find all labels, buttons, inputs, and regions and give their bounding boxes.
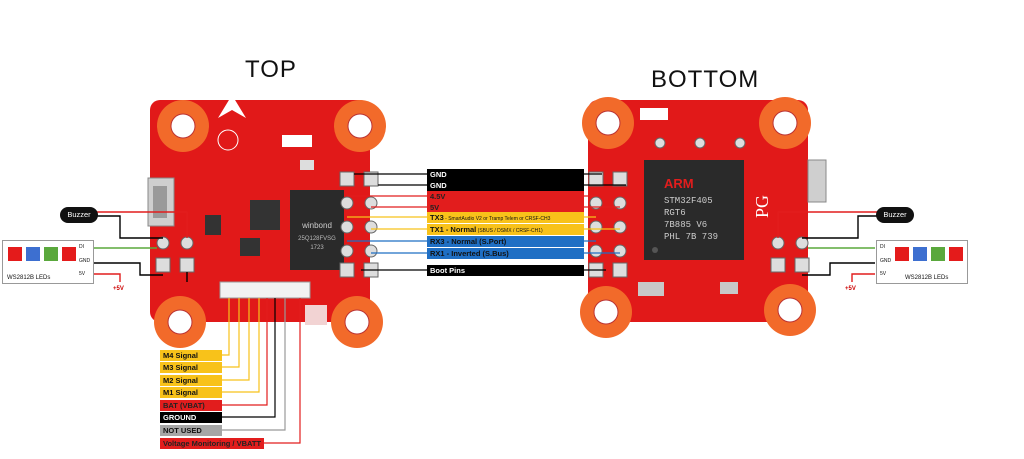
mcu-text: PHL 7B 739 bbox=[664, 232, 718, 242]
led-square bbox=[931, 247, 945, 261]
left-wires bbox=[94, 211, 188, 282]
component bbox=[305, 305, 327, 325]
flash-chip bbox=[290, 190, 344, 270]
connection-label-text: TX1 - Normal bbox=[430, 225, 477, 234]
connection-label-note: (SBUS / DSMX / CRSF-CH1) bbox=[476, 228, 543, 234]
led-pin-label: 5V bbox=[79, 271, 86, 277]
connection-label: TX3 - SmartAudio V2 or Tramp Telem or CR… bbox=[427, 212, 584, 223]
component bbox=[640, 108, 668, 120]
motor-label: GROUND bbox=[160, 412, 222, 423]
led-square bbox=[62, 247, 76, 261]
motor-label: M2 Signal bbox=[160, 375, 222, 386]
connection-label: TX1 - Normal (SBUS / DSMX / CRSF-CH1) bbox=[427, 224, 584, 235]
top-heading: TOP bbox=[245, 56, 297, 83]
buzzer-right: Buzzer bbox=[876, 207, 914, 223]
led-strip-left: DI GND 5V WS2812B LEDs bbox=[2, 240, 94, 284]
connection-label: Boot Pins bbox=[427, 265, 584, 276]
led-square bbox=[949, 247, 963, 261]
chip-brand: winbond bbox=[301, 221, 332, 230]
connection-label: GND bbox=[427, 169, 584, 180]
component bbox=[282, 135, 312, 147]
led-pin-label: GND bbox=[79, 258, 91, 264]
motor-label: BAT (VBAT) bbox=[160, 400, 222, 411]
led-square bbox=[913, 247, 927, 261]
connection-label: 5V bbox=[427, 202, 584, 213]
connection-label: 4.5V bbox=[427, 191, 584, 202]
led-pin-label: DI bbox=[880, 244, 885, 250]
connection-label-text: GND bbox=[430, 181, 447, 190]
connection-label: GND bbox=[427, 180, 584, 191]
bottom-header-pads bbox=[588, 171, 628, 278]
usb-connector-icon bbox=[807, 159, 827, 203]
connection-label: RX3 - Normal (S.Port) bbox=[427, 236, 584, 247]
motor-label: M4 Signal bbox=[160, 350, 222, 361]
mcu-chip bbox=[644, 160, 744, 260]
component bbox=[300, 160, 314, 170]
connection-label-note: - SmartAudio V2 or Tramp Telem or CRSF-C… bbox=[443, 216, 551, 222]
connection-label-text: GND bbox=[430, 170, 447, 179]
connection-label-text: Boot Pins bbox=[430, 266, 465, 275]
buzzer-left: Buzzer bbox=[60, 207, 98, 223]
component bbox=[205, 215, 221, 235]
pg-logo: PG bbox=[752, 195, 772, 218]
connection-label-text: RX3 - Normal (S.Port) bbox=[430, 237, 507, 246]
crystal bbox=[638, 282, 664, 296]
connection-label-text: 5V bbox=[430, 203, 440, 212]
arm-logo: ARM bbox=[664, 176, 694, 191]
component bbox=[240, 238, 260, 256]
led-caption: WS2812B LEDs bbox=[905, 275, 949, 281]
power-label-left: +5V bbox=[113, 286, 124, 292]
motor-label: M1 Signal bbox=[160, 387, 222, 398]
led-pin-label: DI bbox=[79, 244, 84, 250]
motor-label: M3 Signal bbox=[160, 362, 222, 373]
silkscreen-circle bbox=[217, 129, 239, 151]
led-strip-right: DI GND 5V WS2812B LEDs bbox=[876, 240, 968, 284]
connection-label-text: TX3 bbox=[430, 213, 444, 222]
connection-label-text: RX1 - Inverted (S.Bus) bbox=[430, 249, 509, 258]
component bbox=[720, 282, 738, 294]
chip-text: 25Q128FVSG bbox=[298, 236, 336, 242]
led-pin-label: GND bbox=[880, 258, 892, 264]
led-square bbox=[26, 247, 40, 261]
led-pin-label: 5V bbox=[880, 271, 887, 277]
connection-label-text: 4.5V bbox=[430, 192, 446, 201]
motor-wires bbox=[222, 298, 301, 444]
bottom-mount-pads bbox=[580, 97, 816, 338]
chip-text: 1723 bbox=[310, 245, 324, 251]
mcu-text: STM32F405 bbox=[664, 196, 713, 206]
led-caption: WS2812B LEDs bbox=[7, 275, 51, 281]
motor-label: Voltage Monitoring / VBATT bbox=[160, 438, 264, 449]
motor-connector bbox=[219, 281, 311, 299]
mcu-text: 7B885 V6 bbox=[664, 220, 707, 230]
component bbox=[250, 200, 280, 230]
led-square bbox=[8, 247, 22, 261]
top-mount-pads bbox=[154, 100, 386, 348]
led-square bbox=[44, 247, 58, 261]
mcu-text: RGT6 bbox=[664, 208, 686, 218]
bottom-board: ARM STM32F405 RGT6 7B885 V6 PHL 7B 739 P… bbox=[580, 97, 827, 338]
motor-label: NOT USED bbox=[160, 425, 222, 436]
right-wires bbox=[777, 211, 880, 282]
connection-label: RX1 - Inverted (S.Bus) bbox=[427, 248, 584, 259]
top-board: winbond 25Q128FVSG 1723 bbox=[147, 95, 386, 348]
arrow-logo-icon bbox=[218, 95, 246, 118]
led-square bbox=[895, 247, 909, 261]
power-label-right: +5V bbox=[845, 286, 856, 292]
bottom-heading: BOTTOM bbox=[651, 66, 760, 93]
